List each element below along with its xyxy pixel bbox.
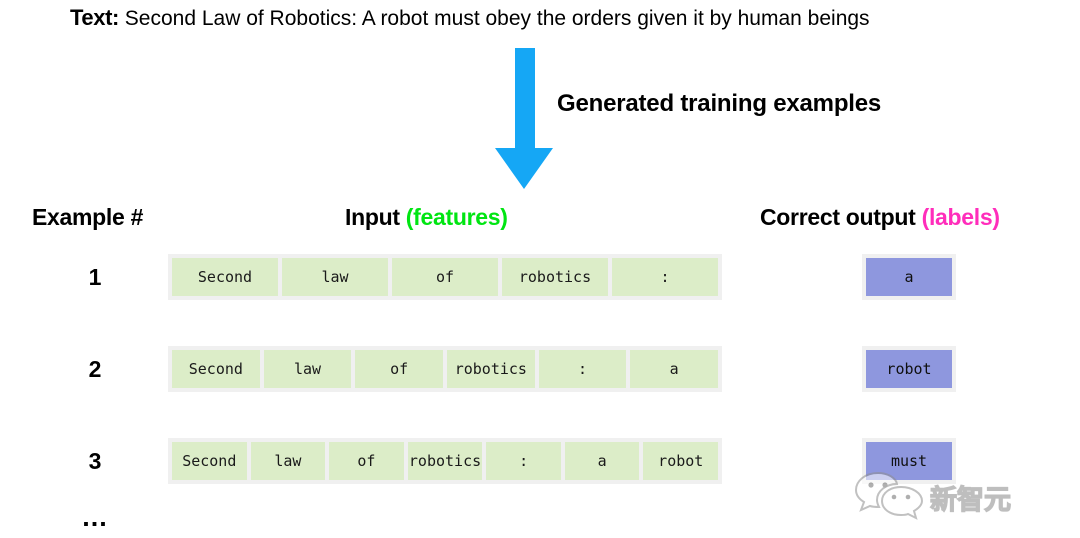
watermark: 新智元 [854,462,1080,532]
feature-token: : [486,442,561,480]
example-row-1: 1 Second law of robotics : a [0,254,1080,300]
more-rows-ellipsis: ... [82,502,108,532]
example-index: 3 [88,448,102,474]
label-token: must [866,442,952,480]
features-strip: Second law of robotics : [168,254,722,300]
down-arrow-icon [494,48,554,190]
feature-token: a [630,350,719,388]
column-header-output-text: Correct output [760,204,922,230]
feature-token: a [564,442,640,480]
feature-token: of [392,258,498,296]
feature-token: law [250,442,326,480]
watermark-text: 新智元 [929,484,1011,516]
example-row-3: 3 Second law of robotics : a robot must [0,438,1080,484]
column-header-output-accent: (labels) [921,204,1000,230]
feature-token: : [612,258,718,296]
feature-token: Second [172,442,247,480]
column-header-input-accent: (features) [405,204,508,230]
label-strip: a [862,254,956,300]
label-token: robot [866,350,952,388]
source-text-label: Text: [70,5,119,30]
features-strip: Second law of robotics : a [168,346,722,392]
column-header-example: Example # [32,204,143,231]
feature-token: law [282,258,388,296]
feature-token: : [538,350,627,388]
arrow-caption: Generated training examples [557,90,882,117]
feature-token: robotics [502,258,608,296]
label-strip: must [862,438,956,484]
feature-token: Second [172,258,278,296]
feature-token: Second [172,350,260,388]
column-header-example-text: Example # [32,204,144,230]
feature-token: of [355,350,444,388]
example-row-2: 2 Second law of robotics : a robot [0,346,1080,392]
wechat-icon [854,469,926,526]
source-text-line: Text: Second Law of Robotics: A robot mu… [70,4,870,33]
example-index: 2 [88,356,102,382]
column-header-input: Input (features) [345,204,508,231]
label-token: a [866,258,952,296]
feature-token: of [329,442,404,480]
feature-token: robotics [407,442,483,480]
column-header-output: Correct output (labels) [760,204,1000,231]
label-strip: robot [862,346,956,392]
feature-token: law [263,350,352,388]
features-strip: Second law of robotics : a robot [168,438,722,484]
example-index: 1 [88,264,102,290]
feature-token: robot [643,442,719,480]
feature-token: robotics [447,350,535,388]
column-header-input-text: Input [345,204,406,230]
source-text-body: Second Law of Robotics: A robot must obe… [124,7,870,30]
